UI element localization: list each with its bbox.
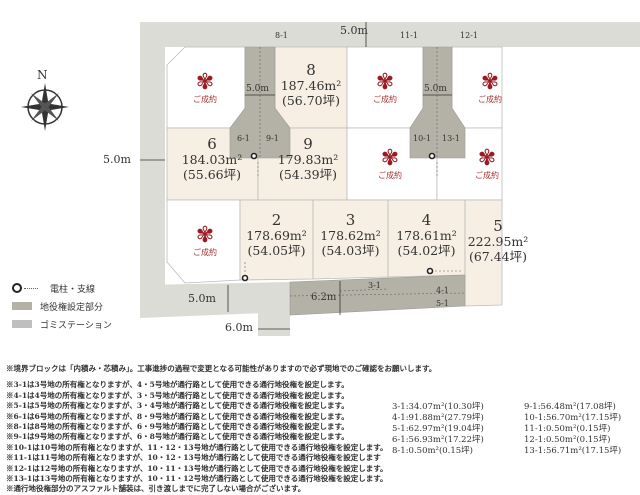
sold-label: ご成約 (378, 171, 402, 180)
lot-number: 4 (421, 211, 432, 229)
easement-8-1-6-1-9-1 (229, 46, 291, 159)
pole-icon (12, 283, 22, 293)
legend-label: 電柱・支線 (50, 284, 96, 295)
lot-5 (464, 199, 503, 307)
garbage-swatch (12, 320, 32, 328)
lot-tsubo: (54.03坪) (321, 242, 380, 258)
road-top-width: 5.0m (340, 24, 368, 37)
label-6-1: 6-1 (237, 134, 250, 143)
notes: ※境界ブロックは「内積み・芯積み」。工事進捗の過程で変更となる可能性がありますの… (6, 364, 437, 494)
bow-icon: ✾ (195, 223, 215, 248)
sold-label: ご成約 (478, 95, 502, 104)
label-11-1: 11-1 (400, 31, 418, 40)
lot-number: 5 (493, 217, 503, 235)
lot-number: 2 (271, 211, 282, 229)
legend-label: 地役権設定部分 (40, 302, 104, 313)
lot-area: 178.69m² (246, 228, 307, 244)
lot-tsubo: (67.44坪) (468, 248, 528, 264)
label-9-1: 9-1 (266, 134, 279, 143)
sold-lot-3: ✾ご成約 (465, 72, 515, 105)
label-3-1: 3-1 (368, 281, 381, 290)
sold-label: ご成約 (193, 95, 217, 104)
lot-number: 3 (345, 211, 356, 229)
easement-width: 6.2m (311, 292, 337, 303)
sold-label: ご成約 (475, 171, 499, 180)
lot-area: 184.03m² (181, 152, 243, 168)
lot-tsubo: (55.66坪) (182, 166, 242, 182)
legend-pole: 電柱・支線 (12, 279, 112, 297)
sold-lot-4: ✾ご成約 (360, 148, 420, 181)
lot-area: 187.46m² (280, 78, 342, 94)
flag-left-width: 5.0m (246, 84, 269, 94)
site-plan (21, 22, 640, 336)
lot-sold-6 (166, 199, 241, 284)
road-top (140, 22, 640, 47)
lot-area: 178.62m² (320, 228, 381, 244)
easement-area-table: 3-1:34.07m²(10.30坪)9-1:56.48m²(17.08坪) 4… (392, 402, 622, 456)
compass-icon (21, 83, 69, 131)
label-12-1: 12-1 (460, 31, 478, 40)
lot-area: 222.95m² (467, 234, 529, 250)
road-left-width: 5.0m (103, 153, 131, 166)
label-4-1: 4-1 (436, 286, 449, 295)
lot-tsubo: (54.05坪) (247, 242, 306, 258)
roads (140, 22, 640, 336)
easement-3-1-4-1-5-1 (289, 274, 466, 316)
lot-number: 8 (306, 61, 316, 79)
bow-icon: ✾ (380, 146, 400, 171)
road-left (140, 22, 165, 292)
label-10-1: 10-1 (413, 134, 431, 143)
legend-garbage: ゴミステーション (12, 315, 112, 333)
sold-label: ご成約 (193, 248, 217, 257)
legend-label: ゴミステーション (40, 320, 112, 331)
sold-label: ご成約 (373, 95, 397, 104)
bow-icon: ✾ (480, 70, 500, 95)
compass-north-label: N (37, 68, 48, 82)
easement-11-1-10-1-13-1 (409, 46, 466, 159)
label-5-1: 5-1 (436, 299, 449, 308)
sold-lot-6: ✾ご成約 (180, 225, 230, 258)
road-bottom-width: 5.0m (188, 292, 216, 305)
lot-tsubo: (56.70坪) (281, 92, 341, 108)
legend-easement: 地役権設定部分 (12, 297, 112, 315)
road-stub-width: 6.0m (225, 321, 253, 334)
easement-swatch (12, 302, 32, 310)
lot-area: 179.83m² (277, 152, 339, 168)
lot-tsubo: (54.39坪) (278, 166, 338, 182)
legend: 電柱・支線 地役権設定部分 ゴミステーション (12, 279, 112, 333)
flag-right-width: 5.0m (424, 84, 447, 94)
sold-lot-5: ✾ご成約 (462, 148, 512, 181)
lot-number: 6 (207, 135, 217, 153)
lot-number: 9 (303, 135, 313, 153)
bow-icon: ✾ (375, 70, 395, 95)
lot-area: 178.61m² (396, 228, 457, 244)
road-bottom (140, 282, 290, 318)
sold-lot-1: ✾ご成約 (180, 72, 230, 105)
bow-icon: ✾ (477, 146, 497, 171)
label-13-1: 13-1 (442, 134, 460, 143)
label-8-1: 8-1 (275, 31, 288, 40)
lot-tsubo: (54.02坪) (397, 242, 456, 258)
road-stub (258, 296, 290, 336)
utility-poles (241, 152, 436, 282)
sold-lot-2: ✾ご成約 (355, 72, 415, 105)
bow-icon: ✾ (195, 70, 215, 95)
